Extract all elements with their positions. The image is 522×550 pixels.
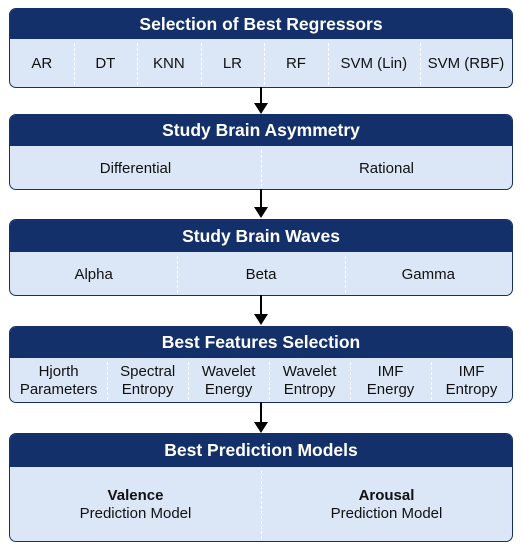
regressor-rf: RF: [264, 39, 328, 87]
wave-alpha: Alpha: [74, 265, 113, 283]
arrow-down-icon: [254, 402, 268, 433]
regressor-ar: AR: [31, 55, 53, 72]
wave-gamma: Gamma: [344, 252, 512, 295]
arrow-down-icon: [254, 87, 268, 114]
block-title: Study Brain Asymmetry: [10, 115, 512, 146]
regressor-knn: KNN: [137, 39, 201, 87]
block-brain-asymmetry: Study Brain Asymmetry Differential Ratio…: [9, 114, 513, 190]
block-title: Study Brain Waves: [10, 220, 512, 252]
regressor-svm-lin: SVM (Lin): [327, 39, 420, 87]
arrow-down-icon: [254, 295, 268, 325]
block-brain-waves: Study Brain Waves Alpha Beta Gamma: [9, 219, 513, 296]
regressor-lr: LR: [200, 39, 265, 87]
asymmetry-rational: Rational: [261, 146, 512, 189]
regressor-svm-rbf: SVM (RBF): [419, 39, 512, 87]
block-title: Best Prediction Models: [10, 434, 512, 467]
block-title: Best Features Selection: [10, 327, 512, 358]
block-regressors: Selection of Best Regressors AR DT KNN L…: [9, 8, 513, 88]
block-title: Selection of Best Regressors: [10, 9, 512, 39]
asymmetry-differential: Differential: [99, 159, 172, 177]
arrow-down-icon: [254, 189, 268, 218]
wave-beta: Beta: [177, 252, 344, 295]
regressor-dt: DT: [73, 39, 138, 87]
